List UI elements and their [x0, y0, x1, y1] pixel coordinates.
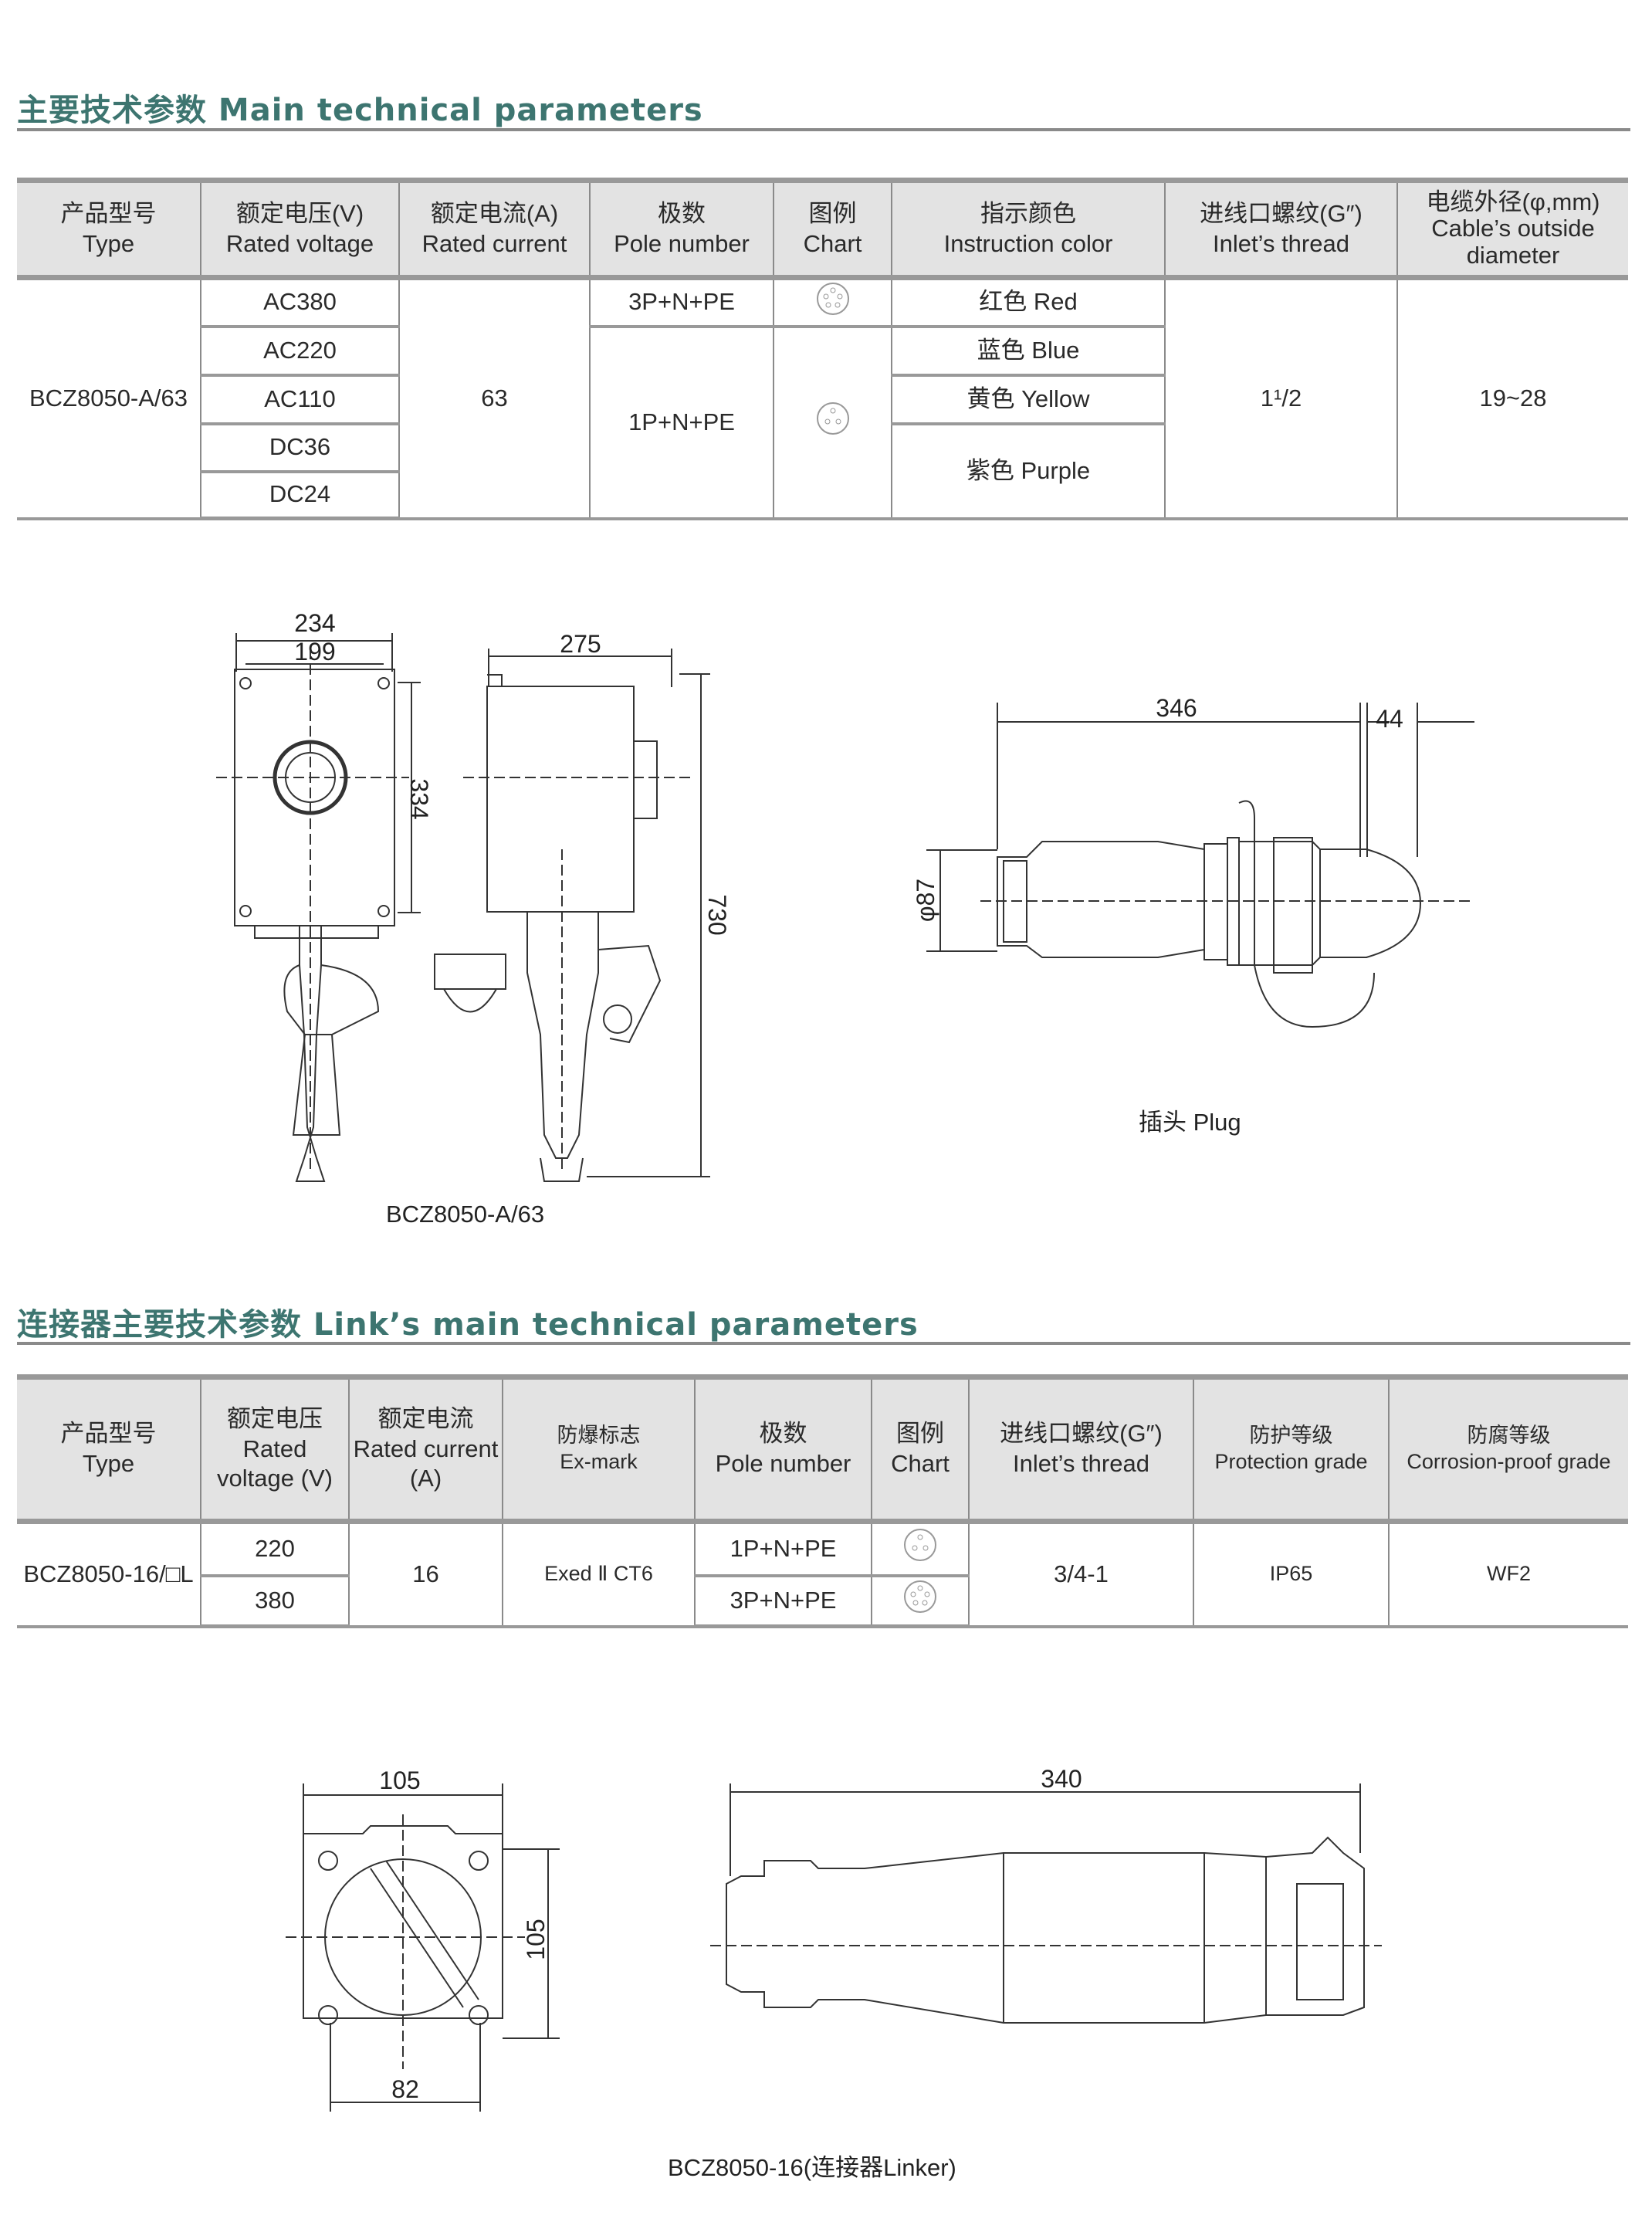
section-title-link-parameters: 连接器主要技术参数 Link’s main technical paramete… — [17, 1307, 919, 1343]
socket-3pin-icon — [816, 402, 849, 435]
cell-chart — [871, 1521, 970, 1577]
cell-voltage: 220 — [200, 1521, 350, 1577]
cell-poles: 3P+N+PE — [694, 1575, 872, 1628]
header-thread: 进线口螺纹(G″)Inlet’s thread — [1164, 178, 1398, 280]
dim-82: 82 — [391, 2075, 419, 2103]
cell-voltage: AC380 — [200, 277, 400, 328]
title-divider — [17, 128, 1630, 131]
dim-346: 346 — [1156, 694, 1197, 722]
cell-voltage: DC24 — [201, 471, 399, 520]
dim-730: 730 — [703, 894, 731, 935]
dim-340: 340 — [1041, 1765, 1082, 1793]
dim-275: 275 — [560, 630, 601, 658]
cell-exmark: Exed Ⅱ CT6 — [502, 1521, 696, 1628]
header-diameter: 电缆外径(φ,mm)Cable’s outside diameter — [1396, 178, 1628, 280]
dim-334: 334 — [405, 778, 433, 819]
cell-chart — [773, 326, 892, 520]
cell-poles: 3P+N+PE — [589, 277, 774, 328]
cell-color: 蓝色 Blue — [891, 326, 1165, 377]
dim-phi87: φ87 — [912, 879, 939, 922]
drawing-caption-plug: 插头 Plug — [1139, 1109, 1241, 1136]
title-divider — [17, 1342, 1630, 1345]
cell-type: BCZ8050-16/□L — [17, 1521, 201, 1628]
cell-color: 紫色 Purple — [891, 423, 1165, 520]
technical-drawing-socket-and-plug: 234 199 334 275 730 346 44 φ87 — [216, 609, 1474, 1182]
cell-voltage: 380 — [201, 1575, 350, 1628]
header-thread: 进线口螺纹(G″)Inlet’s thread — [968, 1374, 1194, 1524]
drawing-caption-socket: BCZ8050-A/63 — [386, 1201, 545, 1228]
dim-234: 234 — [294, 609, 335, 637]
cell-voltage: AC110 — [201, 374, 400, 425]
header-current: 额定电流(A)Rated current — [398, 178, 591, 280]
cell-type: BCZ8050-A/63 — [17, 277, 201, 520]
cell-chart — [773, 277, 892, 328]
cell-color: 红色 Red — [891, 277, 1166, 328]
cell-poles: 1P+N+PE — [589, 326, 774, 520]
socket-5pin-icon — [816, 282, 849, 315]
section-title-main-parameters: 主要技术参数 Main technical parameters — [17, 93, 703, 128]
cell-thread: 1¹/2 — [1164, 277, 1398, 520]
socket-3pin-icon — [904, 1529, 936, 1562]
cell-color: 黄色 Yellow — [891, 374, 1165, 425]
header-voltage: 额定电压(V)Rated voltage — [200, 178, 400, 280]
cell-protection: IP65 — [1193, 1521, 1390, 1628]
dim-44: 44 — [1376, 705, 1403, 733]
cell-voltage: DC36 — [201, 423, 400, 473]
technical-drawing-linker: 105 105 82 340 — [286, 1765, 1382, 2112]
cell-thread: 3/4-1 — [968, 1521, 1194, 1628]
socket-5pin-icon — [904, 1580, 936, 1614]
cell-current: 16 — [348, 1521, 503, 1628]
cell-current: 63 — [398, 277, 591, 520]
cell-chart — [871, 1575, 969, 1628]
dim-105-height: 105 — [522, 1919, 550, 1960]
cell-poles: 1P+N+PE — [694, 1521, 872, 1577]
cell-diameter: 19~28 — [1396, 277, 1628, 520]
dim-105-width: 105 — [379, 1766, 420, 1794]
dim-199: 199 — [294, 638, 335, 666]
cell-voltage: AC220 — [201, 326, 400, 377]
drawing-caption-linker: BCZ8050-16(连接器Linker) — [668, 2154, 956, 2181]
cell-corrosion: WF2 — [1388, 1521, 1628, 1628]
